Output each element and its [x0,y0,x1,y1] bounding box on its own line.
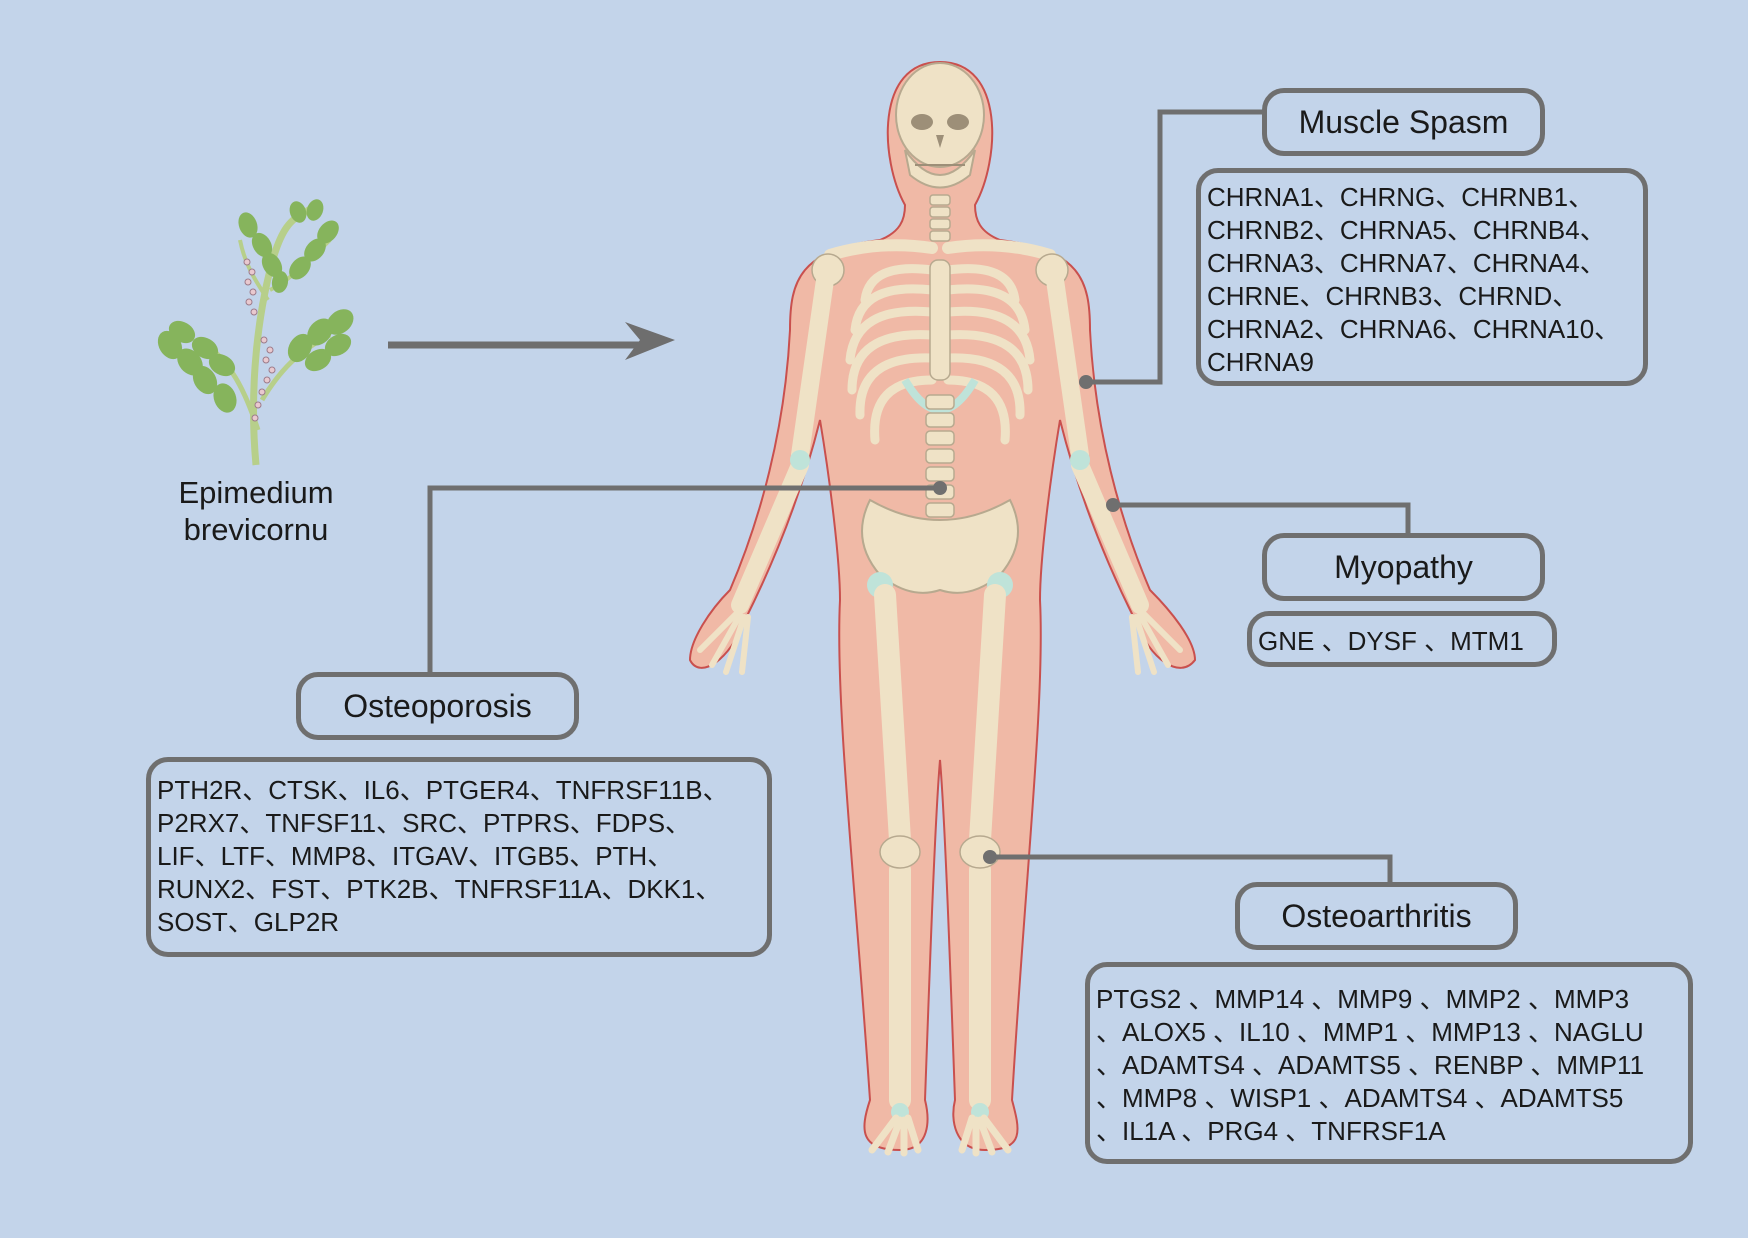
osteoporosis-gene-box: PTH2R、CTSK、IL6、PTGER4、TNFRSF11B、 P2RX7、T… [146,757,772,957]
flow-arrow [388,322,675,360]
muscle-spasm-title: Muscle Spasm [1298,103,1509,140]
gene-line: CHRNA2、CHRNA6、CHRNA10、 [1207,314,1621,344]
gene-line: P2RX7、TNFSF11、SRC、PTPRS、FDPS、 [157,808,692,838]
gene-line: RUNX2、FST、PTK2B、TNFRSF11A、DKK1、 [157,874,722,904]
gene-line: PTH2R、CTSK、IL6、PTGER4、TNFRSF11B、 [157,775,729,805]
plant-label-line2: brevicornu [183,512,329,547]
osteoporosis-title-box: Osteoporosis [296,672,579,740]
muscle-spasm-gene-box: CHRNA1、CHRNG、CHRNB1、 CHRNB2、CHRNA5、CHRNB… [1196,168,1648,386]
muscle-spasm-title-box: Muscle Spasm [1262,88,1545,156]
osteoarthritis-gene-box: PTGS2 、MMP14 、MMP9 、MMP2 、MMP3 、ALOX5 、I… [1085,962,1693,1164]
gene-line: CHRNA9 [1207,347,1314,377]
gene-line: CHRNB2、CHRNA5、CHRNB4、 [1207,215,1606,245]
myopathy-title-box: Myopathy [1262,533,1545,601]
osteoarthritis-title: Osteoarthritis [1281,897,1472,934]
gene-line: 、ADAMTS4 、ADAMTS5 、RENBP 、MMP11 [1096,1050,1645,1080]
connector-myopathy [1113,502,1411,533]
myopathy-gene-box: GNE 、DYSF 、MTM1 [1247,611,1557,667]
connector-lines [427,109,1411,882]
connector-osteoporosis [427,485,940,672]
gene-line: CHRNA3、CHRNA7、CHRNA4、 [1207,248,1606,278]
gene-line: CHRNA1、CHRNG、CHRNB1、 [1207,182,1595,212]
gene-line: SOST、GLP2R [157,907,340,937]
human-skeleton-illustration [688,60,1197,1157]
plant-label: Epimedium brevicornu [160,474,352,548]
connector-muscle-spasm [1088,109,1262,385]
gene-line: 、ALOX5 、IL10 、MMP1 、MMP13 、NAGLU [1096,1017,1644,1047]
gene-line: GNE 、DYSF 、MTM1 [1258,626,1524,656]
osteoarthritis-title-box: Osteoarthritis [1235,882,1518,950]
gene-line: PTGS2 、MMP14 、MMP9 、MMP2 、MMP3 [1096,984,1630,1014]
gene-line: CHRNE、CHRNB3、CHRND、 [1207,281,1579,311]
plant-illustration [157,199,354,466]
connector-osteoarthritis [990,854,1393,882]
gene-line: 、IL1A 、PRG4 、TNFRSF1A [1096,1116,1446,1146]
gene-line: LIF、LTF、MMP8、ITGAV、ITGB5、PTH、 [157,841,674,871]
plant-label-line1: Epimedium [178,475,334,510]
gene-line: 、MMP8 、WISP1 、ADAMTS4 、ADAMTS5 [1096,1083,1624,1113]
myopathy-title: Myopathy [1334,548,1473,585]
osteoporosis-title: Osteoporosis [343,687,532,724]
